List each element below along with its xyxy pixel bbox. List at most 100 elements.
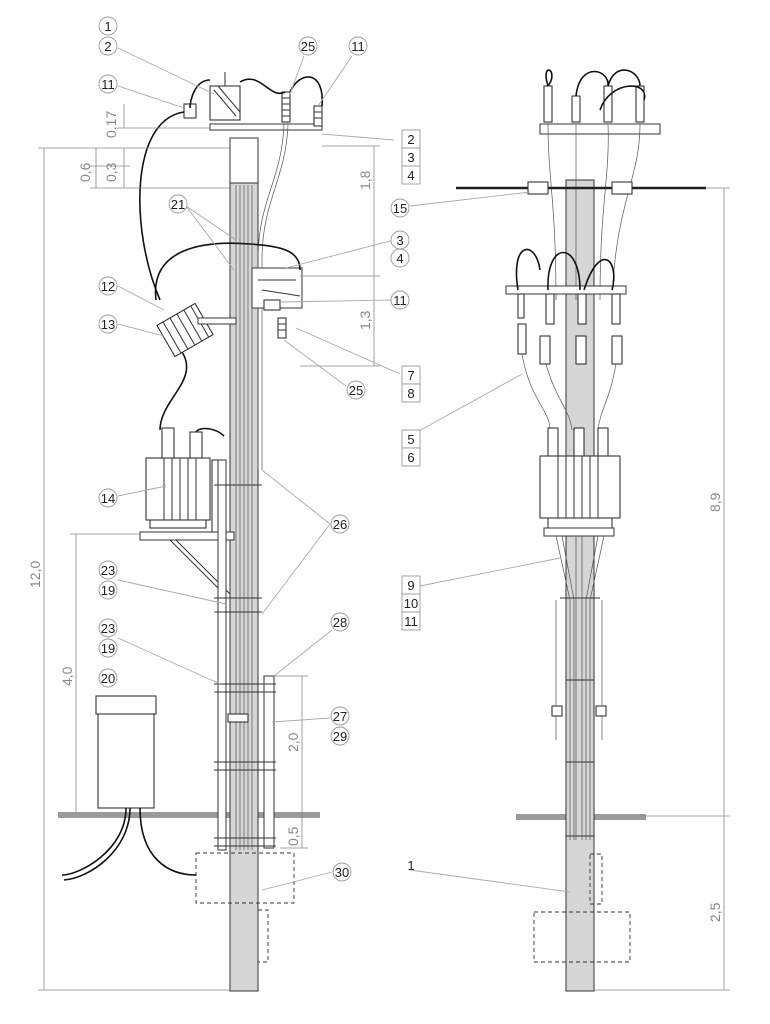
arrester-bracket <box>197 317 237 325</box>
label-1-front: 1 <box>407 858 414 873</box>
box-label-4: 4 <box>407 168 414 183</box>
top-insulator-assembly <box>183 72 323 127</box>
cable-down-front <box>555 535 605 840</box>
dim-2-5: 2,5 <box>707 902 723 922</box>
box-label-7: 7 <box>407 368 414 383</box>
top-bracket <box>229 137 259 184</box>
line-clamp-left <box>527 181 549 195</box>
dim-4-0: 4,0 <box>59 666 75 686</box>
callout-23-lower: 23 <box>101 621 115 636</box>
cable-top-2 <box>239 78 286 95</box>
surge-arrester <box>156 302 214 358</box>
callout-12: 12 <box>101 279 115 294</box>
callout-13: 13 <box>101 317 115 332</box>
mid-crossarm-front <box>505 285 627 295</box>
anchor-right <box>589 853 603 905</box>
callout-19-lower: 19 <box>101 641 115 656</box>
callout-2: 2 <box>104 39 111 54</box>
callout-28: 28 <box>333 615 347 630</box>
mid-arc-front-3 <box>583 258 615 291</box>
dim-2-0: 2,0 <box>285 732 301 752</box>
transformer-front <box>539 427 621 537</box>
dim-0-17: 0,17 <box>103 111 119 138</box>
top-crossarm-front <box>539 123 661 135</box>
callout-11-mid: 11 <box>393 293 407 308</box>
box-label-3: 3 <box>407 150 414 165</box>
callout-27: 27 <box>333 709 347 724</box>
callout-29: 29 <box>333 729 347 744</box>
callout-25-mid: 25 <box>349 383 363 398</box>
side-view <box>58 72 323 992</box>
drop-front-2 <box>545 363 573 431</box>
cable-drop-arrester <box>139 111 185 301</box>
callout-20: 20 <box>101 671 115 686</box>
foundation-left <box>195 852 295 904</box>
top-arc-front-3 <box>607 69 641 87</box>
box-label-10: 10 <box>404 596 418 611</box>
callout-19-upper: 19 <box>101 583 115 598</box>
callout-3: 3 <box>396 233 403 248</box>
cable-bundle-left <box>235 123 289 850</box>
front-view <box>456 69 706 992</box>
transformer-platform <box>139 531 235 541</box>
callout-1: 1 <box>104 19 111 34</box>
callout-11-top-left: 11 <box>101 77 115 92</box>
callout-25-top: 25 <box>301 39 315 54</box>
dim-0-3: 0,3 <box>103 162 119 182</box>
cable-bundle-right <box>547 123 641 301</box>
callout-11-top-right: 11 <box>351 39 365 54</box>
top-crossarm <box>209 123 323 131</box>
anchor-left <box>257 909 269 963</box>
callouts-circled: 1 2 11 25 11 21 12 13 3 4 11 25 14 26 23… <box>98 16 410 882</box>
pole-clamps-front <box>551 597 607 837</box>
cable-cabinet-1 <box>61 807 127 876</box>
dim-0-6: 0,6 <box>77 162 93 182</box>
pole-clamps <box>214 484 276 847</box>
leader-lines <box>117 47 571 893</box>
box-label-2: 2 <box>407 132 414 147</box>
drop-front-3 <box>597 363 617 431</box>
box-label-6: 6 <box>407 450 414 465</box>
top-arc-front-1 <box>545 69 553 87</box>
mid-arc-front-1 <box>515 248 541 291</box>
box-label-5: 5 <box>407 432 414 447</box>
mid-insulators-front <box>517 293 623 365</box>
top-insulators-front <box>543 85 645 123</box>
top-arc-front-2 <box>575 70 609 97</box>
box-label-9: 9 <box>407 578 414 593</box>
callout-14: 14 <box>101 491 115 506</box>
callout-30: 30 <box>335 865 349 880</box>
transformer <box>145 427 225 533</box>
top-arc-front-4 <box>599 85 646 111</box>
cable-arrester-transformer <box>159 351 188 431</box>
cable-mid-loop <box>154 242 301 301</box>
callout-26: 26 <box>333 517 347 532</box>
line-clamp-right <box>611 181 633 195</box>
side-rail <box>217 459 227 851</box>
box-label-11: 11 <box>404 614 418 629</box>
cable-cabinet-3 <box>139 807 197 876</box>
callout-21: 21 <box>171 197 185 212</box>
callout-23-upper: 23 <box>101 563 115 578</box>
cable-top-1 <box>189 79 211 109</box>
platform-brace <box>169 539 226 596</box>
dimension-labels: 0,17 0,6 0,3 12,0 1,8 1,3 4,0 2,0 0,5 8,… <box>27 111 723 922</box>
dimension-lines <box>38 104 730 991</box>
callouts-boxed: 2 3 4 7 8 5 6 9 10 11 1 <box>401 129 421 873</box>
mid-bracket <box>251 267 303 339</box>
dim-12-0: 12,0 <box>27 561 43 588</box>
drop-front-1 <box>521 353 551 431</box>
callout-15: 15 <box>393 201 407 216</box>
callout-4: 4 <box>396 251 403 266</box>
cable-cabinet-2 <box>63 807 131 881</box>
ground-line-left <box>58 812 320 818</box>
dim-0-5: 0,5 <box>285 826 301 846</box>
dim-1-8: 1,8 <box>357 170 373 190</box>
dim-1-3: 1,3 <box>357 310 373 330</box>
mid-arc-front-2 <box>547 251 581 291</box>
dim-8-9: 8,9 <box>707 492 723 512</box>
foundation-right <box>533 911 631 963</box>
cable-top-3 <box>289 76 323 107</box>
box-label-8: 8 <box>407 386 414 401</box>
